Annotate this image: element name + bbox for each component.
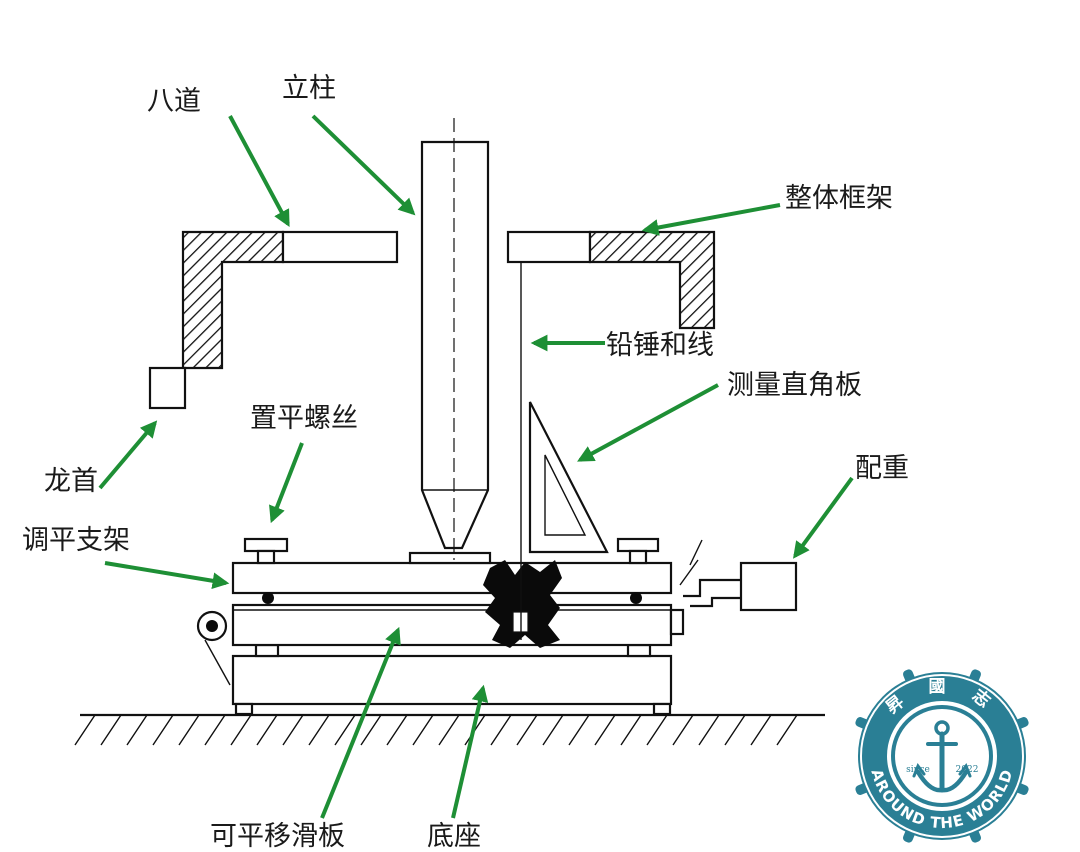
arrow-longshou — [98, 420, 158, 490]
label-badao: 八道 — [147, 86, 201, 117]
label-tiaoping-zhijia: 调平支架 — [22, 525, 130, 556]
set-square — [528, 401, 609, 554]
label-longshou: 龙首 — [44, 466, 98, 497]
arrow-badao — [228, 115, 290, 227]
sliding-plate — [196, 539, 744, 686]
arrow-huaban — [320, 626, 401, 819]
arrow-lizhu — [311, 114, 416, 216]
leveling-screw-right — [616, 537, 660, 565]
label-celiang-zhijiaoban: 测量直角板 — [727, 370, 862, 401]
annotation-arrows — [98, 114, 854, 819]
arrow-luosi — [269, 442, 304, 524]
arrow-tiaoping — [104, 561, 230, 590]
leveling-screw-left — [243, 537, 289, 565]
label-dizuo: 底座 — [427, 821, 481, 852]
plumb-block — [483, 560, 562, 648]
anchor-icon — [912, 720, 972, 793]
around-the-world-logo: 昇 國 志 AROUND THE WORLD since 2022 — [855, 669, 1029, 843]
labels: 八道 立柱 整体框架 铅锤和线 测量直角板 置平螺丝 龙首 配重 调平支架 可平… — [22, 73, 909, 852]
ground — [74, 713, 825, 746]
arrow-zhijiaoban — [577, 383, 719, 462]
frame-left — [148, 230, 399, 410]
logo-since: since — [906, 765, 930, 775]
frame-right — [506, 230, 716, 330]
arrow-dizuo — [451, 684, 489, 819]
label-lizhu: 立柱 — [282, 73, 336, 104]
label-qianchui-he-xian: 铅锤和线 — [606, 330, 714, 361]
label-keping-yihuaban: 可平移滑板 — [210, 821, 345, 852]
label-zhengti-kuangjia: 整体框架 — [785, 183, 893, 214]
leveling-bracket — [231, 551, 673, 604]
base — [231, 643, 673, 716]
logo-year: 2022 — [956, 765, 979, 775]
column — [420, 118, 490, 560]
arrow-zhengti — [641, 203, 781, 236]
counterweight — [739, 561, 798, 612]
label-zhiping-luosi: 置平螺丝 — [250, 403, 358, 434]
label-peizhong: 配重 — [855, 453, 909, 484]
arrow-peizhong — [793, 476, 854, 559]
